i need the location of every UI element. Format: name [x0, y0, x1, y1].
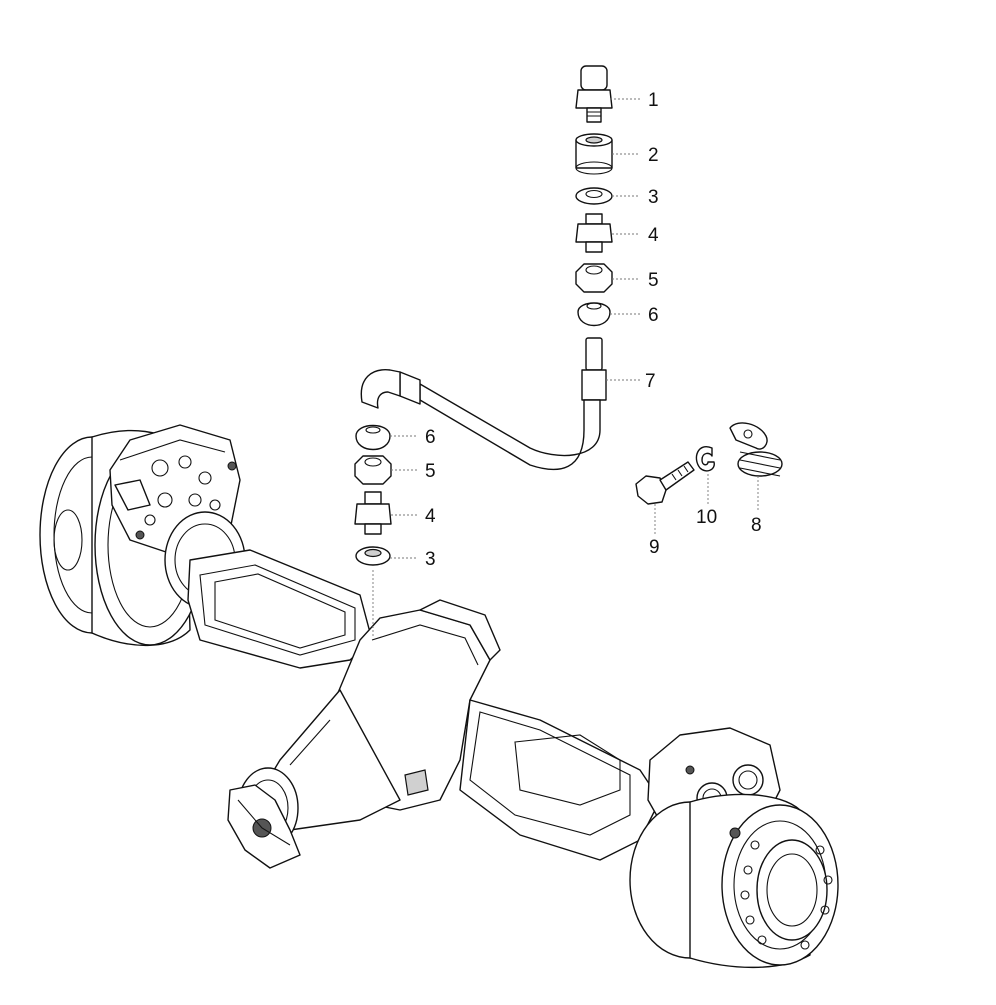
adapter-lower: [354, 491, 392, 535]
nut-lower: [354, 455, 392, 485]
callout-8: 8: [751, 515, 762, 536]
callout-4-lower: 4: [425, 506, 436, 527]
leader-lines: [390, 98, 759, 559]
lubrication-line: [360, 337, 607, 471]
upper-fitting-stack: [360, 65, 613, 471]
vent-valve: [575, 65, 613, 123]
left-axle-beam: [187, 549, 373, 669]
left-brake-housing: [109, 424, 246, 609]
callout-3-lower: 3: [425, 549, 436, 570]
olive-upper: [577, 302, 611, 327]
callout-4-upper: 4: [648, 225, 659, 246]
adapter-upper: [575, 213, 613, 253]
nut-upper: [575, 263, 613, 293]
callout-7: 7: [645, 371, 656, 392]
callout-1: 1: [648, 90, 659, 111]
spring-washer: [695, 446, 715, 472]
callout-5-upper: 5: [648, 270, 659, 291]
sealing-washer-upper: [575, 187, 613, 205]
sleeve: [575, 133, 613, 175]
callout-6-lower: 6: [425, 427, 436, 448]
bolt: [635, 461, 695, 505]
callout-10: 10: [696, 507, 717, 528]
callout-numbers: 1 2 3 4 5 6 7 6 5 4 3 9 10 8: [425, 90, 762, 570]
callout-2: 2: [648, 145, 659, 166]
right-wheel-hub: [629, 793, 839, 969]
pipe-clip: [729, 422, 783, 477]
callout-5-lower: 5: [425, 461, 436, 482]
olive-lower: [355, 424, 391, 451]
callout-3-upper: 3: [648, 187, 659, 208]
differential-housing: [227, 599, 501, 869]
callout-6-upper: 6: [648, 305, 659, 326]
axle-assembly: [39, 424, 839, 969]
sealing-washer-lower: [355, 546, 391, 566]
small-parts: [635, 422, 783, 505]
callout-9: 9: [649, 537, 660, 558]
lower-fitting-stack: [354, 424, 392, 636]
